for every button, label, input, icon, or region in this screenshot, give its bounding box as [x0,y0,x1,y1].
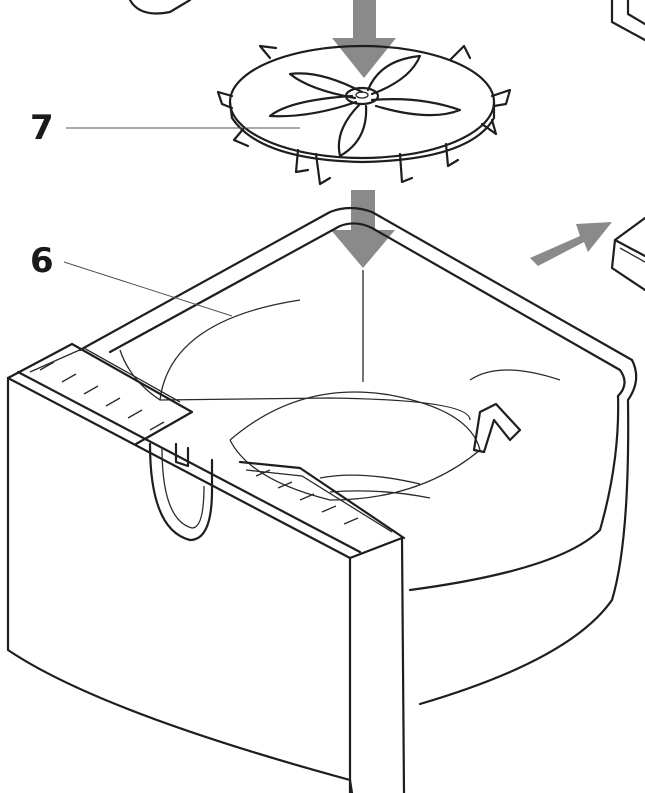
down-arrow-middle [331,190,395,268]
cropped-part-top-right [610,0,645,42]
pan-latch [472,402,522,454]
side-arrow-right [530,222,612,266]
leader-line-6 [63,261,233,317]
down-arrow-top [332,0,396,78]
callout-7-label: 7 [30,108,54,148]
cropped-part-top-right-inner [626,0,645,26]
outer-basket [6,342,406,793]
fan-insert [216,44,512,186]
basket-handle-notch [148,442,214,542]
callout-6-label: 6 [30,241,54,281]
lid-part-right [610,216,645,292]
inner-pan [78,206,638,706]
cropped-part-top-left [128,0,192,15]
